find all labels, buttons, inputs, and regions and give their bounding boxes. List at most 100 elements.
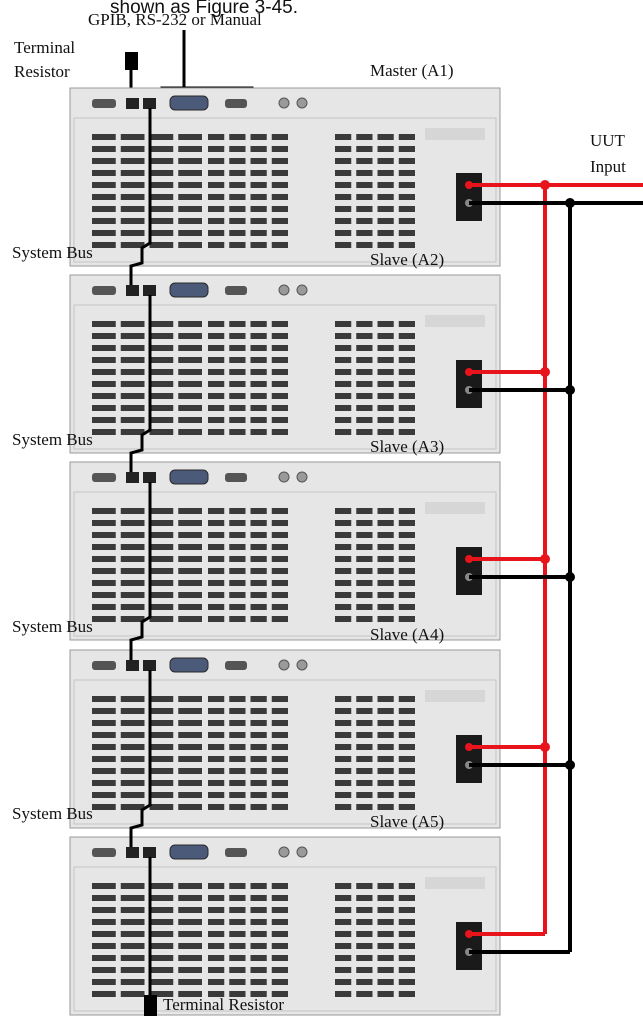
vent-slot: [178, 592, 202, 598]
vent-slot: [92, 967, 116, 973]
vent-slot: [208, 943, 224, 949]
negative-junction: [565, 198, 575, 208]
vent-slot: [121, 756, 145, 762]
db9-port: [92, 99, 116, 108]
vent-slot: [356, 393, 372, 399]
vent-slot: [356, 991, 372, 997]
vent-slot: [92, 979, 116, 985]
system-bus-port-in: [126, 472, 139, 483]
vent-slot: [121, 696, 145, 702]
vent-slot: [208, 182, 224, 188]
vent-slot: [272, 931, 288, 937]
vent-slot: [272, 417, 288, 423]
label-plate: [425, 690, 485, 702]
vent-slot: [150, 544, 174, 550]
vent-slot: [378, 720, 394, 726]
vent-slot: [229, 532, 245, 538]
vent-slot: [378, 417, 394, 423]
vent-slot: [356, 381, 372, 387]
gpib-port: [170, 658, 208, 672]
vent-slot: [229, 592, 245, 598]
vent-slot: [272, 333, 288, 339]
vent-slot: [335, 955, 351, 961]
vent-slot: [399, 580, 415, 586]
vent-slot: [150, 720, 174, 726]
vent-slot: [251, 182, 267, 188]
vent-slot: [178, 218, 202, 224]
vent-slot: [399, 756, 415, 762]
vent-slot: [178, 429, 202, 435]
negative-junction: [565, 385, 575, 395]
vent-slot: [399, 907, 415, 913]
vent-slot: [150, 417, 174, 423]
remote-interface-label: GPIB, RS-232 or Manual: [88, 10, 262, 29]
vent-slot: [399, 206, 415, 212]
vent-slot: [335, 756, 351, 762]
vent-slot: [178, 768, 202, 774]
vent-slot: [208, 780, 224, 786]
vent-slot: [92, 708, 116, 714]
vent-slot: [378, 919, 394, 925]
vent-slot: [229, 345, 245, 351]
vent-slot: [178, 907, 202, 913]
vent-slot: [272, 345, 288, 351]
vent-slot: [208, 931, 224, 937]
vent-slot: [208, 417, 224, 423]
chassis-body: [70, 275, 500, 453]
vent-slot: [272, 357, 288, 363]
vent-slot: [399, 429, 415, 435]
vent-slot: [229, 321, 245, 327]
vent-slot: [251, 369, 267, 375]
vent-slot: [356, 158, 372, 164]
vent-slot: [178, 242, 202, 248]
system-bus-port-out: [143, 285, 156, 296]
vent-slot: [251, 883, 267, 889]
bnc-connector: [297, 472, 307, 482]
vent-slot: [150, 696, 174, 702]
vent-slot: [399, 134, 415, 140]
vent-slot: [356, 907, 372, 913]
vent-slot: [356, 345, 372, 351]
bnc-connector: [279, 660, 289, 670]
vent-slot: [208, 792, 224, 798]
vent-slot: [335, 979, 351, 985]
label-plate: [425, 502, 485, 514]
rs232-port: [225, 286, 247, 295]
vent-slot: [92, 206, 116, 212]
vent-slot: [92, 792, 116, 798]
vent-slot: [208, 429, 224, 435]
vent-slot: [378, 333, 394, 339]
vent-slot: [92, 321, 116, 327]
vent-slot: [272, 556, 288, 562]
vent-slot: [178, 345, 202, 351]
vent-slot: [121, 967, 145, 973]
vent-slot: [150, 508, 174, 514]
vent-slot: [356, 194, 372, 200]
vent-slot: [178, 943, 202, 949]
vent-slot: [150, 218, 174, 224]
vent-slot: [208, 158, 224, 164]
vent-slot: [121, 544, 145, 550]
vent-slot: [272, 508, 288, 514]
vent-slot: [178, 508, 202, 514]
vent-slot: [272, 919, 288, 925]
vent-slot: [150, 967, 174, 973]
vent-slot: [178, 146, 202, 152]
vent-slot: [251, 955, 267, 961]
vent-slot: [399, 556, 415, 562]
vent-slot: [208, 720, 224, 726]
vent-slot: [399, 592, 415, 598]
vent-slot: [178, 321, 202, 327]
vent-slot: [229, 732, 245, 738]
vent-slot: [150, 931, 174, 937]
vent-slot: [356, 544, 372, 550]
vent-slot: [272, 580, 288, 586]
vent-slot: [92, 883, 116, 889]
vent-slot: [229, 556, 245, 562]
vent-slot: [378, 218, 394, 224]
vent-slot: [92, 895, 116, 901]
vent-slot: [92, 544, 116, 550]
vent-slot: [399, 520, 415, 526]
vent-slot: [399, 780, 415, 786]
vent-slot: [208, 357, 224, 363]
